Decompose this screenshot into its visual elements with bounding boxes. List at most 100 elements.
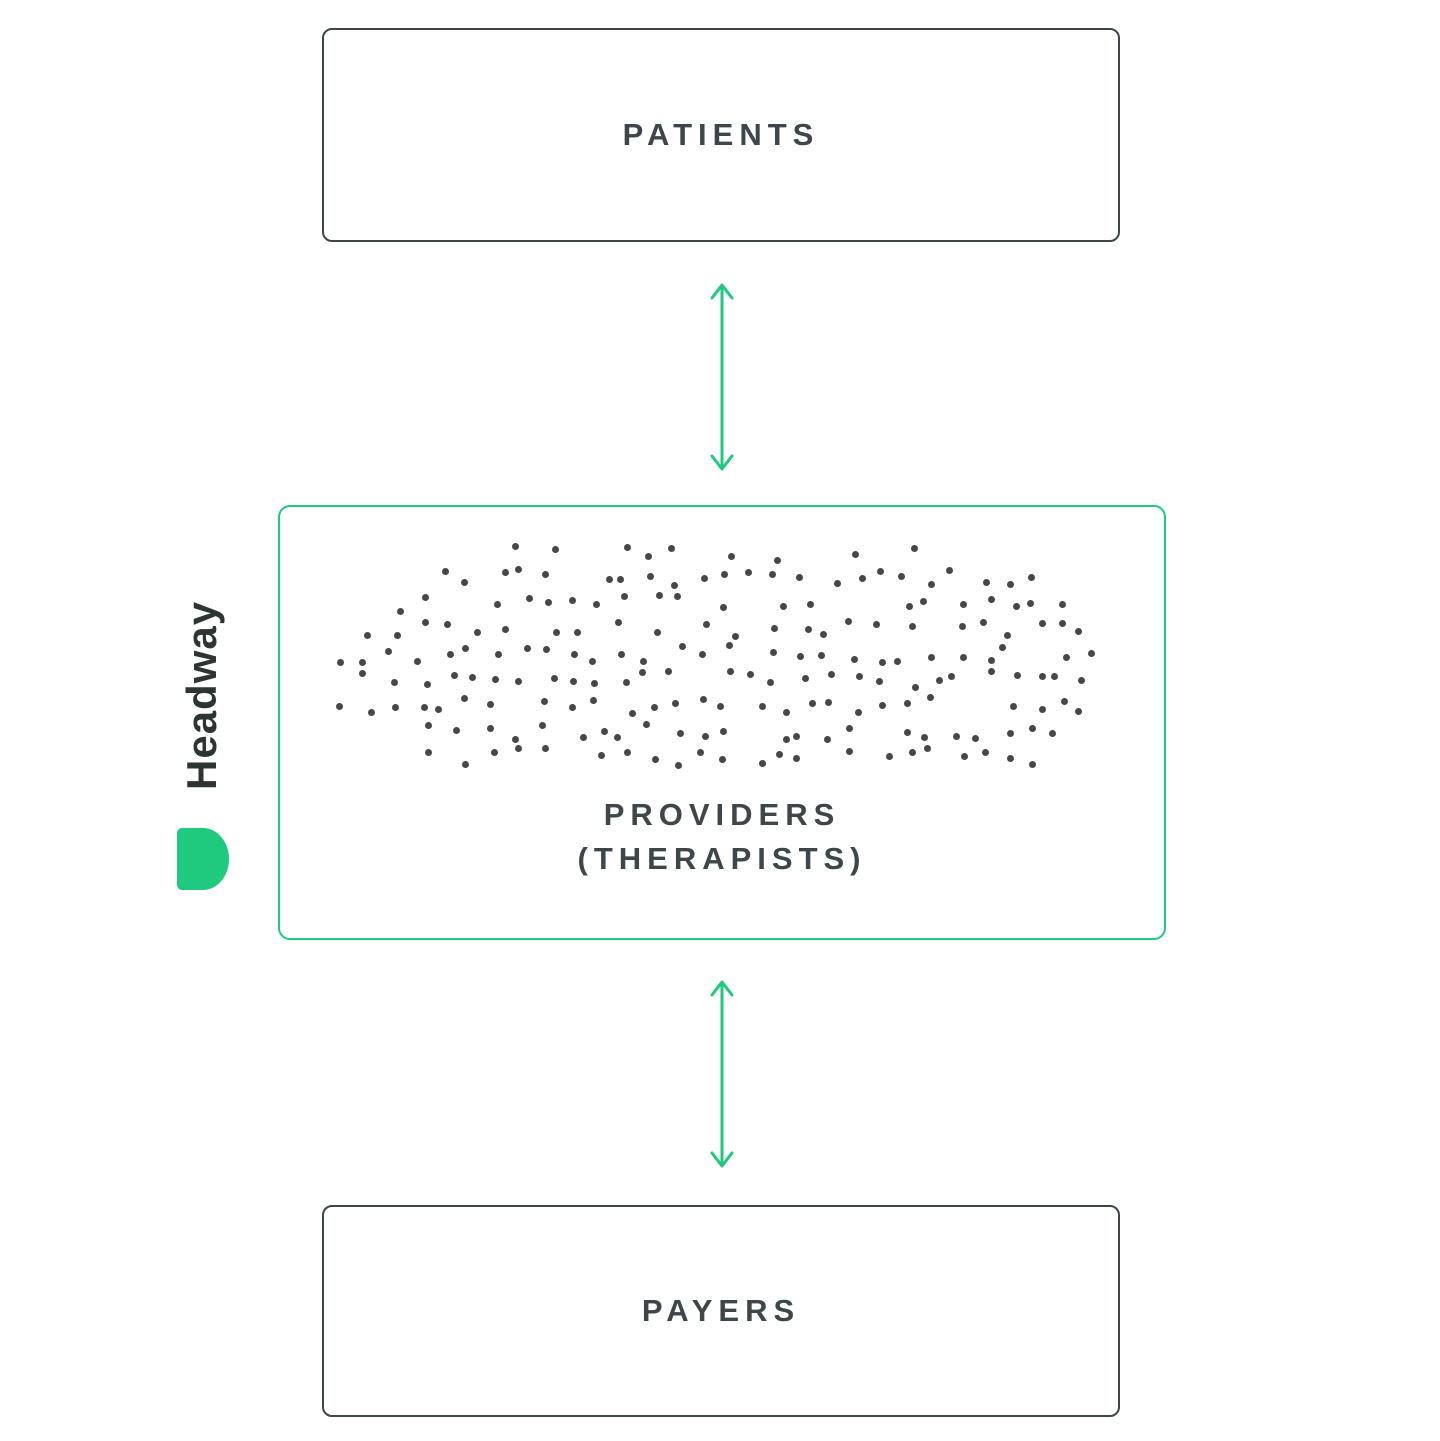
scatter-dot bbox=[1007, 755, 1015, 763]
scatter-dot bbox=[629, 710, 636, 718]
scatter-dot bbox=[885, 752, 893, 760]
scatter-dot bbox=[515, 744, 523, 752]
scatter-dot bbox=[854, 708, 862, 716]
scatter-dot bbox=[616, 575, 624, 583]
providers-label-primary: PROVIDERS bbox=[603, 797, 841, 832]
scatter-dot bbox=[935, 676, 943, 684]
patients-label: PATIENTS bbox=[622, 117, 820, 152]
headway-wordmark: Headway bbox=[178, 600, 225, 790]
scatter-dot bbox=[1074, 708, 1082, 716]
scatter-dot bbox=[569, 678, 577, 686]
scatter-dot bbox=[364, 632, 372, 640]
scatter-dot bbox=[597, 752, 605, 760]
scatter-dot bbox=[897, 572, 905, 580]
scatter-dot bbox=[998, 643, 1006, 651]
scatter-dot bbox=[1078, 676, 1086, 684]
scatter-dot bbox=[511, 735, 519, 743]
scatter-dot bbox=[700, 696, 708, 704]
scatter-dot bbox=[726, 667, 734, 675]
scatter-dot bbox=[758, 759, 766, 767]
scatter-dot bbox=[446, 651, 454, 659]
scatter-dot bbox=[460, 578, 468, 586]
scatter-dot bbox=[336, 703, 344, 711]
scatter-dot bbox=[359, 659, 367, 667]
scatter-dot bbox=[806, 600, 814, 608]
scatter-dot bbox=[858, 575, 866, 582]
scatter-dot bbox=[580, 733, 588, 741]
scatter-dot bbox=[664, 668, 672, 676]
scatter-dot bbox=[946, 566, 953, 574]
scatter-dot bbox=[644, 553, 652, 561]
scatter-dot bbox=[782, 708, 790, 716]
scatter-dot bbox=[698, 651, 706, 659]
scatter-dot bbox=[775, 751, 783, 758]
scatter-dot bbox=[493, 601, 501, 609]
scatter-dot bbox=[486, 701, 494, 709]
scatter-dot bbox=[589, 696, 597, 704]
scatter-dot bbox=[961, 752, 968, 760]
scatter-dot bbox=[502, 626, 510, 634]
scatter-dot bbox=[368, 709, 376, 716]
scatter-dot bbox=[727, 552, 735, 560]
scatter-dot bbox=[652, 756, 660, 763]
scatter-dot bbox=[987, 595, 995, 603]
scatter-dot bbox=[702, 732, 710, 740]
scatter-dot bbox=[600, 727, 608, 735]
scatter-dot bbox=[1028, 761, 1036, 769]
scatter-dot bbox=[717, 702, 725, 710]
scatter-dot bbox=[541, 744, 549, 752]
scatter-dot bbox=[624, 544, 632, 552]
scatter-dot bbox=[414, 657, 421, 665]
scatter-dot bbox=[758, 702, 766, 710]
scatter-dot bbox=[1007, 580, 1015, 588]
scatter-dot bbox=[553, 628, 561, 636]
provider-dots-scatter bbox=[280, 507, 1164, 807]
scatter-dot bbox=[643, 720, 651, 728]
scatter-dot bbox=[876, 568, 884, 576]
scatter-dot bbox=[568, 596, 576, 604]
scatter-dot bbox=[845, 617, 853, 625]
node-payers: PAYERS bbox=[322, 1205, 1120, 1417]
scatter-dot bbox=[876, 678, 884, 686]
scatter-dot bbox=[851, 551, 859, 558]
scatter-dot bbox=[675, 761, 683, 769]
scatter-dot bbox=[960, 654, 968, 661]
scatter-dot bbox=[920, 734, 928, 742]
scatter-dot bbox=[792, 733, 800, 741]
scatter-dot bbox=[982, 579, 990, 587]
scatter-dot bbox=[494, 651, 502, 659]
headway-logo-icon bbox=[177, 828, 229, 890]
scatter-dot bbox=[928, 654, 936, 662]
scatter-dot bbox=[802, 675, 810, 682]
scatter-dot bbox=[768, 571, 776, 579]
scatter-dot bbox=[718, 755, 726, 763]
scatter-dot bbox=[615, 618, 623, 626]
scatter-dot bbox=[988, 667, 996, 675]
scatter-dot bbox=[592, 600, 600, 608]
scatter-dot bbox=[624, 749, 632, 757]
scatter-dot bbox=[770, 625, 778, 633]
scatter-dot bbox=[621, 593, 629, 601]
brand-block: Headway bbox=[150, 560, 260, 960]
scatter-dot bbox=[879, 659, 887, 666]
scatter-dot bbox=[795, 574, 803, 582]
scatter-dot bbox=[1038, 619, 1046, 627]
scatter-dot bbox=[573, 629, 581, 637]
scatter-dot bbox=[987, 656, 995, 664]
scatter-dot bbox=[1050, 672, 1058, 680]
scatter-dot bbox=[514, 566, 522, 574]
scatter-dot bbox=[425, 748, 433, 756]
scatter-dot bbox=[774, 557, 782, 564]
scatter-dot bbox=[1074, 628, 1082, 636]
scatter-dot bbox=[928, 581, 936, 588]
scatter-dot bbox=[452, 726, 460, 734]
scatter-dot bbox=[808, 700, 816, 707]
scatter-dot bbox=[845, 725, 853, 732]
scatter-dot bbox=[823, 735, 831, 743]
scatter-dot bbox=[421, 704, 429, 712]
scatter-dot bbox=[1028, 724, 1036, 732]
scatter-dot bbox=[972, 735, 980, 743]
scatter-dot bbox=[393, 631, 401, 639]
scatter-dot bbox=[568, 704, 576, 712]
scatter-dot bbox=[543, 645, 551, 653]
